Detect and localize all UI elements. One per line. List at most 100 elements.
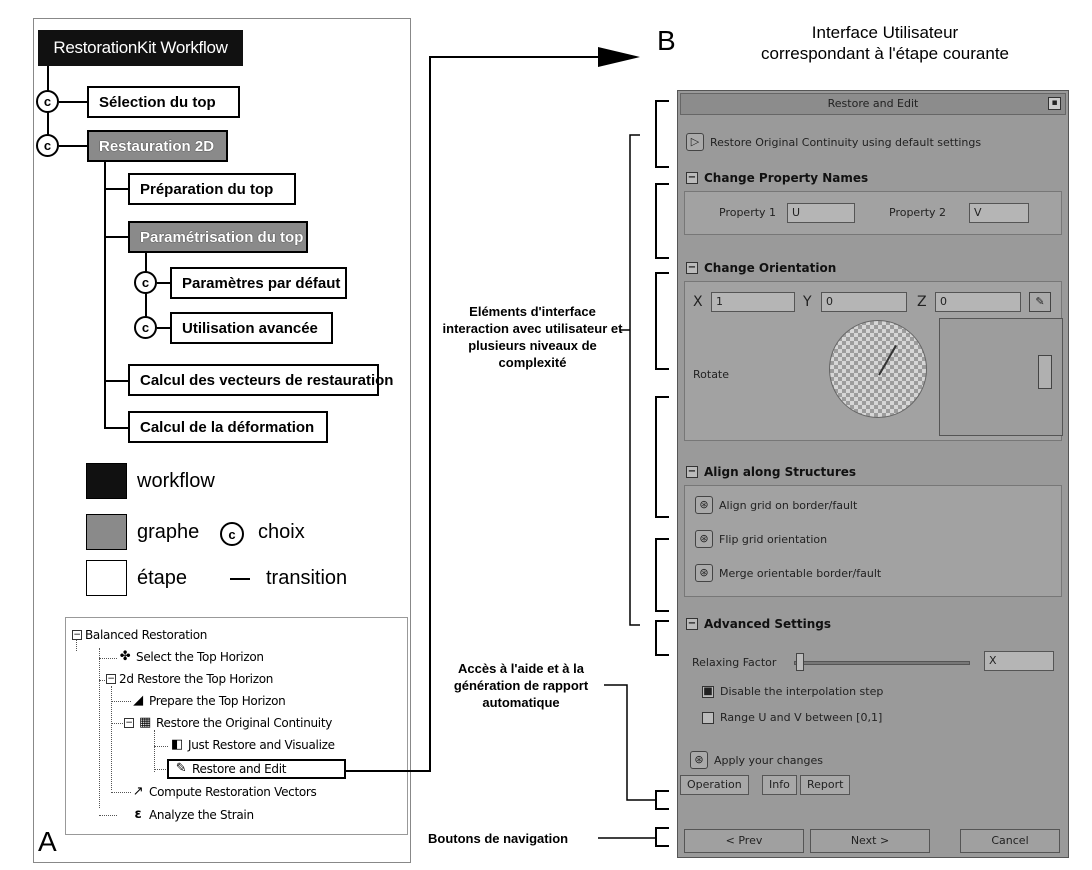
- disable-interpolation-checkbox[interactable]: ■ Disable the interpolation step: [702, 685, 884, 698]
- bracket: [655, 100, 669, 168]
- pick-direction-icon[interactable]: ✎: [1029, 292, 1051, 312]
- panel-b-title-line2: correspondant à l'étape courante: [760, 44, 1010, 63]
- align-grid-button[interactable]: ⊛ Align grid on border/fault: [695, 496, 857, 514]
- annotation-acces-aide: Accès à l'aide et à la génération de rap…: [453, 661, 589, 710]
- legend-graphe-label: graphe: [137, 521, 200, 543]
- y-label: Y: [803, 294, 812, 310]
- legend-transition-label: transition: [266, 567, 348, 589]
- epsilon-icon: ε: [134, 807, 142, 822]
- bracket: [655, 272, 669, 370]
- section-change-orientation[interactable]: − Change Orientation: [686, 261, 837, 275]
- grid-icon: ▦: [139, 715, 151, 730]
- graph-restauration-2d: Restauration 2D: [87, 130, 228, 162]
- relaxing-factor-label: Relaxing Factor: [692, 656, 777, 669]
- bracket: [655, 183, 669, 259]
- tree-item-just-restore-visualize[interactable]: ◧ Just Restore and Visualize: [171, 737, 335, 753]
- tree-item-compute-restoration-vectors[interactable]: ↗ Compute Restoration Vectors: [130, 784, 317, 800]
- next-button[interactable]: Next >: [810, 829, 930, 853]
- window-titlebar: Restore and Edit ▪: [680, 93, 1066, 115]
- tree-item-restore-and-edit[interactable]: ✎ Restore and Edit: [167, 759, 346, 779]
- bracket: [655, 827, 669, 847]
- tab-report[interactable]: Report: [800, 775, 851, 795]
- workflow-tree-view: − Balanced Restoration ✤ Select the Top …: [65, 617, 408, 835]
- collapse-icon[interactable]: −: [686, 172, 698, 184]
- play-icon: ▷: [686, 133, 704, 151]
- section-align-along-structures[interactable]: − Align along Structures: [686, 465, 857, 479]
- restore-visualize-icon: ◧: [171, 737, 183, 752]
- tree-item-analyze-strain[interactable]: ε Analyze the Strain: [130, 807, 255, 823]
- relaxing-factor-input[interactable]: X: [984, 651, 1054, 671]
- vectors-icon: ↗: [132, 784, 144, 799]
- rotate-dial[interactable]: [829, 320, 927, 418]
- collapse-icon[interactable]: −: [124, 718, 134, 728]
- range-uv-checkbox[interactable]: Range U and V between [0,1]: [702, 711, 882, 724]
- transition-line: [157, 327, 170, 329]
- checkbox-icon[interactable]: [702, 711, 714, 724]
- relaxing-factor-slider-handle[interactable]: [796, 653, 804, 671]
- restore-and-edit-window: Restore and Edit ▪ ▷ Restore Original Co…: [677, 90, 1069, 858]
- legend-workflow-swatch: [86, 463, 127, 499]
- tree-item-prepare-top-horizon[interactable]: ◢ Prepare the Top Horizon: [130, 694, 286, 709]
- run-icon: ⊛: [695, 530, 713, 548]
- transition-line: [104, 380, 128, 382]
- rotate-label: Rotate: [693, 368, 730, 381]
- apply-changes-button[interactable]: ⊛ Apply your changes: [690, 751, 823, 769]
- cancel-button[interactable]: Cancel: [960, 829, 1060, 853]
- tree-item-restore-top-horizon[interactable]: − 2d Restore the Top Horizon: [106, 672, 274, 686]
- checkbox-checked-icon[interactable]: ■: [702, 685, 714, 698]
- choice-icon: c: [36, 90, 59, 113]
- annotation-elements-interface: Eléments d'interface interaction avec ut…: [442, 304, 623, 370]
- legend-etape-label: étape: [137, 567, 188, 589]
- align-group: ⊛ Align grid on border/fault ⊛ Flip grid…: [684, 485, 1062, 597]
- z-input[interactable]: 0: [935, 292, 1021, 312]
- transition-line: [59, 145, 87, 147]
- window-close-icon[interactable]: ▪: [1048, 97, 1061, 110]
- workflow-title-box: RestorationKit Workflow: [38, 30, 243, 66]
- property2-input[interactable]: V: [969, 203, 1029, 223]
- restore-default-button[interactable]: ▷ Restore Original Continuity using defa…: [686, 133, 981, 151]
- choice-icon: c: [36, 134, 59, 157]
- bracket: [655, 538, 669, 612]
- collapse-icon[interactable]: −: [686, 466, 698, 478]
- x-input[interactable]: 1: [711, 292, 795, 312]
- edit-icon: ✎: [175, 761, 187, 776]
- property2-label: Property 2: [889, 206, 947, 219]
- collapse-icon[interactable]: −: [72, 630, 82, 640]
- step-utilisation-avancee: Utilisation avancée: [170, 312, 333, 344]
- tree-item-select-top-horizon[interactable]: ✤ Select the Top Horizon: [117, 649, 264, 665]
- run-icon: ⊛: [695, 564, 713, 582]
- flip-grid-button[interactable]: ⊛ Flip grid orientation: [695, 530, 827, 548]
- section-advanced-settings[interactable]: − Advanced Settings: [686, 617, 832, 631]
- x-label: X: [693, 294, 703, 310]
- annotation-boutons-navigation: Boutons de navigation: [428, 831, 569, 846]
- select-horizon-icon: ✤: [119, 649, 131, 664]
- transition-line: [157, 282, 170, 284]
- bracket: [655, 396, 669, 518]
- collapse-icon[interactable]: −: [106, 674, 116, 684]
- panel-a-letter: A: [38, 826, 57, 857]
- choice-icon: c: [134, 316, 157, 339]
- prev-button[interactable]: < Prev: [684, 829, 804, 853]
- relaxing-factor-slider[interactable]: [794, 661, 970, 665]
- property1-label: Property 1: [719, 206, 777, 219]
- panel-b-letter: B: [657, 25, 676, 56]
- collapse-icon[interactable]: −: [686, 262, 698, 274]
- run-icon: ⊛: [690, 751, 708, 769]
- legend-choice-icon: c: [220, 522, 244, 546]
- panel-b-title: Interface Utilisateur correspondant à l'…: [700, 22, 1070, 64]
- collapse-icon[interactable]: −: [686, 618, 698, 630]
- choice-icon: c: [134, 271, 157, 294]
- orientation-handle[interactable]: [1038, 355, 1052, 389]
- y-input[interactable]: 0: [821, 292, 907, 312]
- z-label: Z: [917, 294, 927, 310]
- tab-info[interactable]: Info: [762, 775, 797, 795]
- tree-item-balanced-restoration[interactable]: − Balanced Restoration: [72, 628, 208, 642]
- merge-border-button[interactable]: ⊛ Merge orientable border/fault: [695, 564, 881, 582]
- step-calcul-deformation: Calcul de la déformation: [128, 411, 328, 443]
- section-change-property-names[interactable]: − Change Property Names: [686, 171, 869, 185]
- tab-operation[interactable]: Operation: [680, 775, 749, 795]
- step-parametres-par-defaut: Paramètres par défaut: [170, 267, 347, 299]
- property1-input[interactable]: U: [787, 203, 855, 223]
- tree-item-restore-original-continuity[interactable]: − ▦ Restore the Original Continuity: [124, 715, 333, 730]
